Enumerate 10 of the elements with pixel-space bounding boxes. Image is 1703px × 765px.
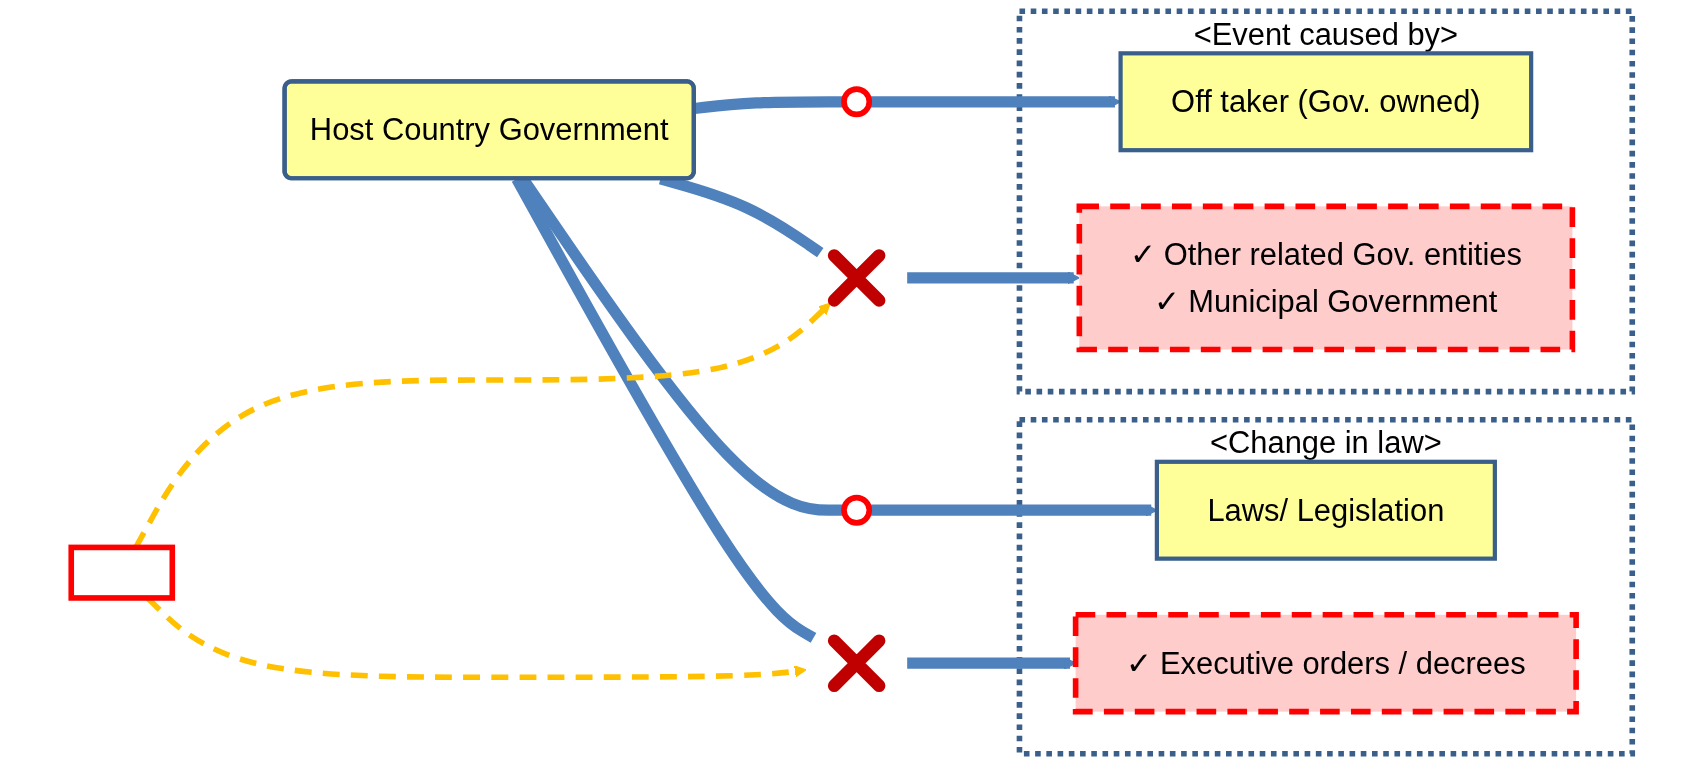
process-box: ✓ Other related Gov. entities ✓ Municipal Government — [1076, 203, 1575, 353]
ok-circle-mark — [840, 494, 872, 526]
empty-box — [68, 544, 175, 601]
cross-mark-icon — [827, 634, 886, 692]
process-box: Off taker (Gov. owned) — [1118, 51, 1533, 153]
ok-circle-mark — [840, 86, 872, 118]
process-box: Laws/ Legislation — [1154, 459, 1497, 561]
process-box: ✓ Executive orders / decrees — [1072, 612, 1579, 715]
rounded-box: Host Country Government — [282, 79, 696, 181]
cross-mark-icon — [827, 249, 886, 307]
